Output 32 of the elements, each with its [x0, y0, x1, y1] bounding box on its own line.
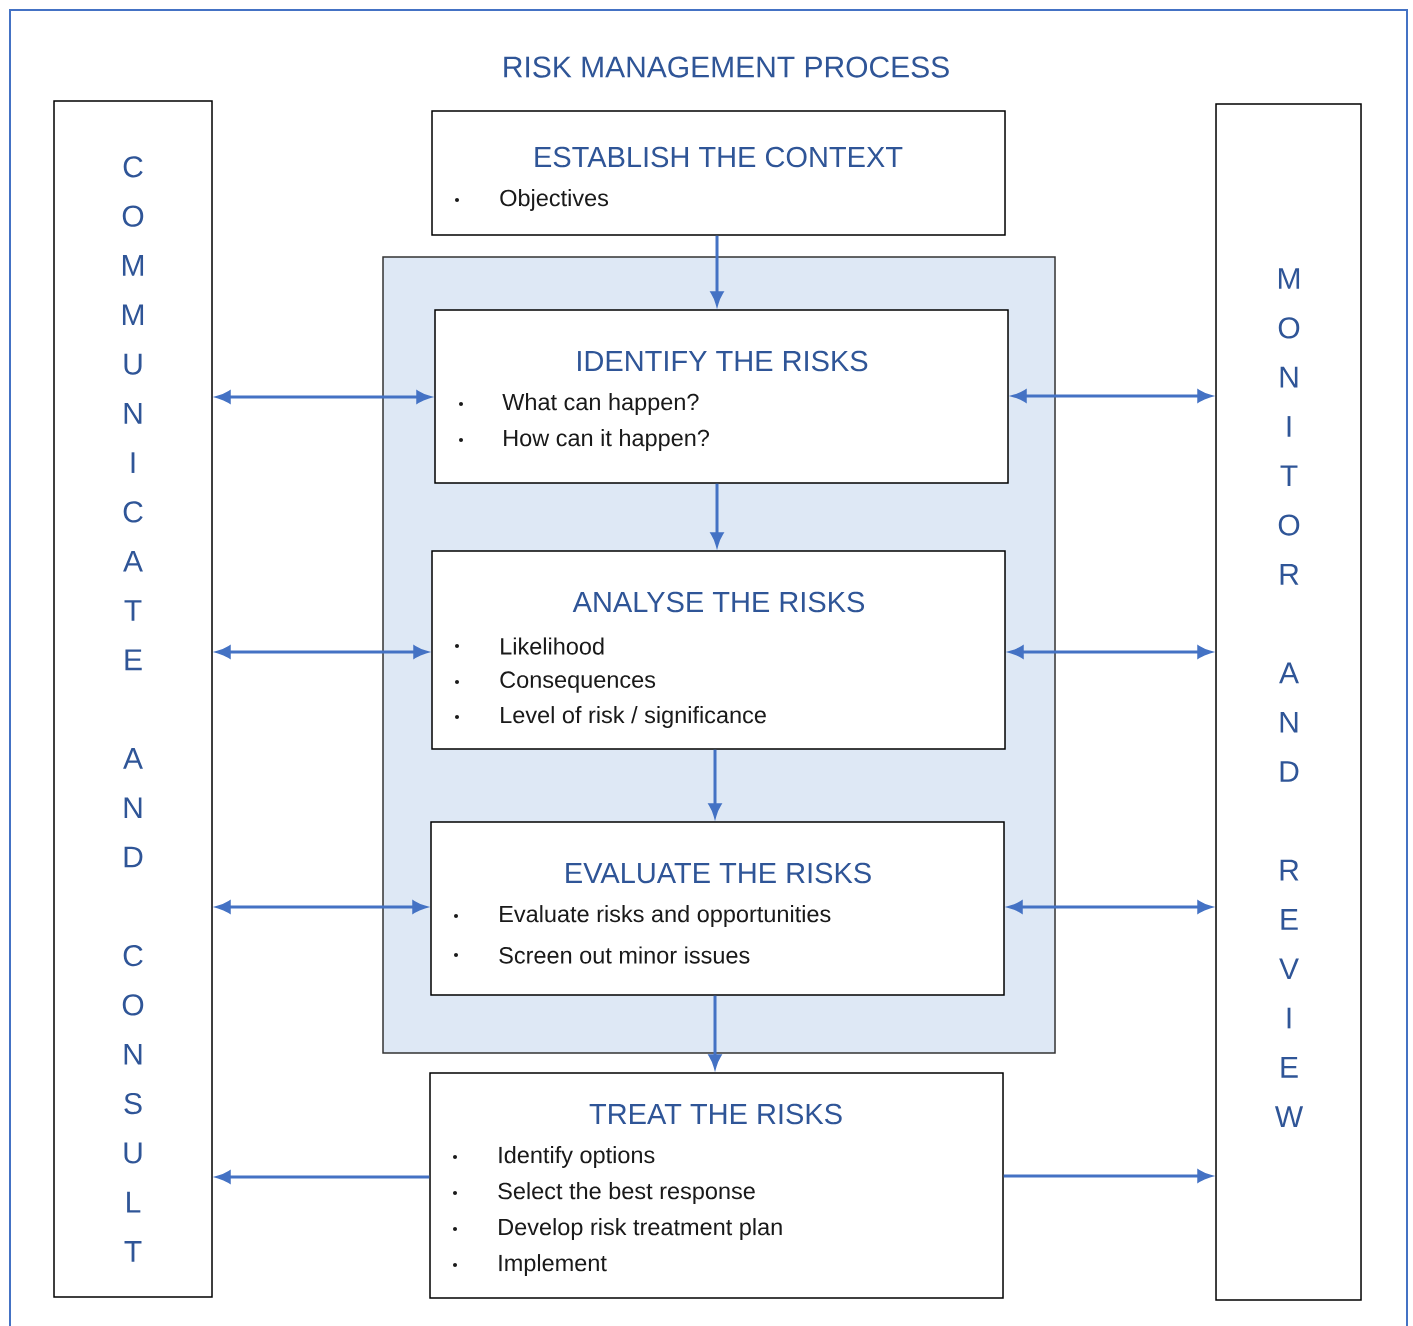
arrow — [216, 645, 428, 659]
bullet-item: Select the best response — [453, 1182, 755, 1204]
bullet-item: Objectives — [455, 189, 609, 211]
vertical-label: MONITOR AND REVIEW — [1275, 268, 1304, 1127]
bullet-item: Level of risk / significance — [455, 706, 766, 728]
title: RISK MANAGEMENT PROCESS — [504, 56, 949, 78]
arrow — [710, 483, 724, 547]
arrow — [708, 749, 722, 818]
arrow — [708, 995, 722, 1069]
bullet-item: Identify options — [453, 1146, 655, 1168]
arrow — [1008, 900, 1212, 914]
arrow — [1009, 645, 1212, 659]
arrow — [1012, 389, 1212, 403]
bullet-item: Consequences — [455, 671, 656, 693]
heading: ANALYSE THE RISKS — [572, 591, 865, 613]
bullet-item: Screen out minor issues — [454, 946, 750, 964]
heading: IDENTIFY THE RISKS — [578, 350, 868, 372]
arrow — [216, 900, 427, 914]
arrow — [216, 390, 431, 404]
bullet-item: Implement — [453, 1254, 607, 1276]
arrow — [710, 235, 724, 306]
arrow — [216, 1170, 430, 1184]
bullet-item: How can it happen? — [459, 429, 709, 451]
heading: TREAT THE RISKS — [589, 1103, 842, 1125]
bullet-item: Develop risk treatment plan — [453, 1218, 782, 1240]
arrow — [1003, 1169, 1212, 1183]
vertical-label: COMMUNICATE AND CONSULT — [122, 156, 144, 1262]
heading: EVALUATE THE RISKS — [566, 862, 871, 884]
heading: ESTABLISH THE CONTEXT — [535, 146, 903, 168]
bullet-item: Likelihood — [455, 637, 604, 655]
bullet-item: What can happen? — [459, 393, 699, 415]
bullet-item: Evaluate risks and opportunities — [454, 905, 831, 927]
